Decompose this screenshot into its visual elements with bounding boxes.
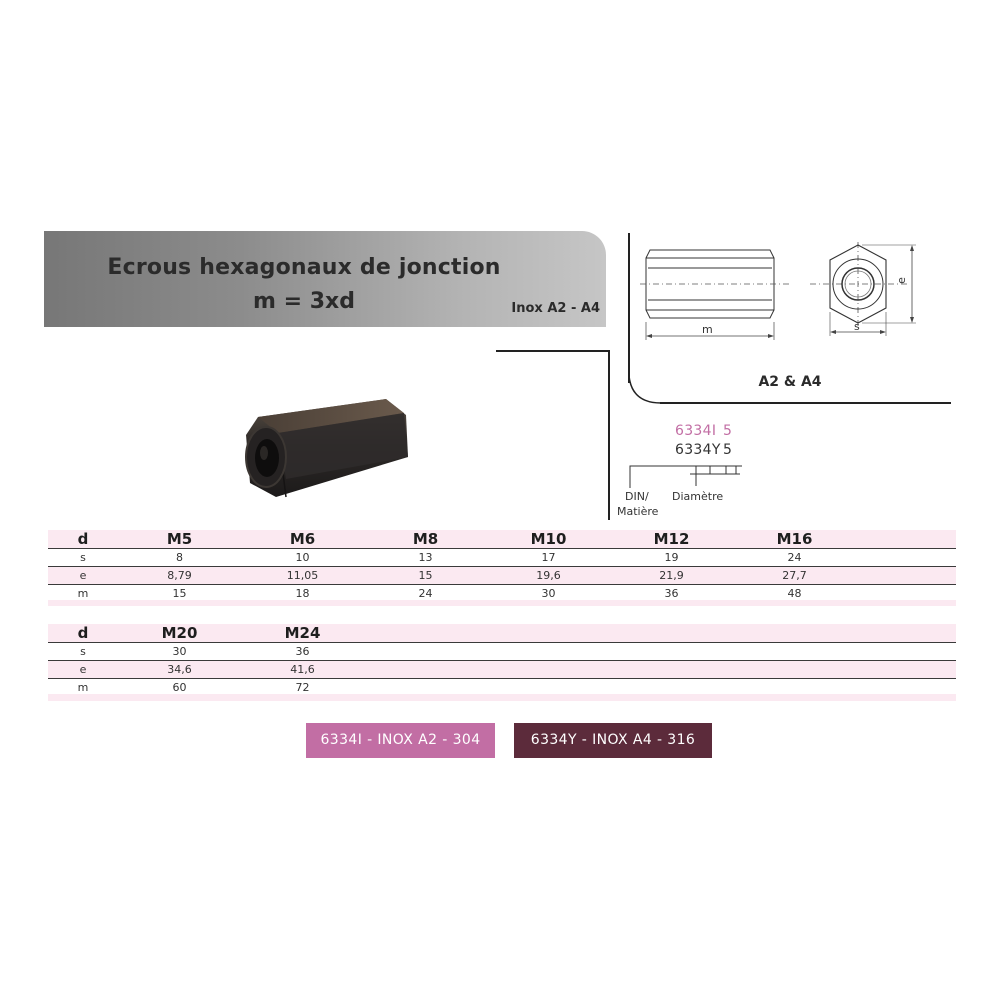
table-cell: 30 <box>541 586 556 600</box>
table-cell: 72 <box>295 680 310 694</box>
table-cell: 48 <box>787 586 802 600</box>
table-cell: 15 <box>364 566 487 585</box>
table-cell: 36 <box>241 642 364 661</box>
dimension-label-m: m <box>702 323 713 336</box>
table-header-cell: M6 <box>241 530 364 549</box>
image-frame-top <box>496 350 609 352</box>
table-cell: 24 <box>733 548 856 567</box>
drawing-frame-corner <box>628 370 662 404</box>
table-cell: 10 <box>241 548 364 567</box>
table-cell: 15 <box>172 586 187 600</box>
page-title: Ecrous hexagonaux de jonction <box>107 255 501 280</box>
dimension-label-e: e <box>894 277 908 284</box>
table-cell: e <box>48 566 118 585</box>
table-cell: 27,7 <box>733 566 856 585</box>
table-cell: 36 <box>664 586 679 600</box>
table-cell: m <box>77 680 89 694</box>
material-label: Inox A2 - A4 <box>511 301 600 316</box>
ref-legend-din: DIN/ <box>625 490 649 503</box>
table-row: m 60 72 <box>48 679 956 697</box>
table-header-row: d M20 M24 <box>48 624 956 643</box>
table-row: s 30 36 <box>48 642 956 661</box>
table-row: s 8 10 13 17 19 24 <box>48 548 956 567</box>
technical-drawing <box>640 242 916 340</box>
product-a2-button[interactable]: 6334I - INOX A2 - 304 <box>306 723 495 758</box>
table-cell: m <box>77 586 89 600</box>
table-cell: 19,6 <box>487 566 610 585</box>
ref-legend-diametre: Diamètre <box>672 490 724 503</box>
product-a4-button[interactable]: 6334Y - INOX A4 - 316 <box>514 723 712 758</box>
dimension-label-s: s <box>854 320 860 333</box>
reference-bracket <box>629 465 742 488</box>
table-header-cell: M24 <box>241 624 364 643</box>
table-cell: 41,6 <box>241 660 364 679</box>
table-cell: 60 <box>172 680 187 694</box>
table-cell: 30 <box>118 642 241 661</box>
table-header-cell: d <box>48 624 118 643</box>
table-2-footer-band <box>48 694 956 701</box>
table-cell: e <box>48 660 118 679</box>
table-header-cell: M10 <box>487 530 610 549</box>
table-cell: 8 <box>118 548 241 567</box>
table-row: m 15 18 24 30 36 48 <box>48 585 956 603</box>
table-header-cell: M8 <box>364 530 487 549</box>
image-frame-right <box>608 350 610 520</box>
table-cell: s <box>48 642 118 661</box>
header-banner: Ecrous hexagonaux de jonction m = 3xd In… <box>44 231 606 327</box>
drawing-caption: A2 & A4 <box>758 374 822 390</box>
table-cell: 21,9 <box>610 566 733 585</box>
table-cell: 13 <box>364 548 487 567</box>
coupling-nut-photo <box>245 399 408 498</box>
table-row: e 34,6 41,6 <box>48 660 956 679</box>
table-cell: 18 <box>295 586 310 600</box>
table-1-footer-band <box>48 600 956 606</box>
table-row: e 8,79 11,05 15 19,6 21,9 27,7 <box>48 566 956 585</box>
ref-code-a2: 6334I <box>675 423 717 439</box>
drawing-frame-left <box>628 233 630 383</box>
dimensions-table-2: d M20 M24 s 30 36 e 34,6 41,6 m 60 72 <box>48 624 956 696</box>
table-cell: 8,79 <box>118 566 241 585</box>
table-cell: 24 <box>418 586 433 600</box>
ref-code-a4: 6334Y <box>675 442 721 458</box>
ref-legend-matiere: Matière <box>617 505 659 518</box>
table-cell: 17 <box>487 548 610 567</box>
ref-size-a4: 5 <box>723 442 733 458</box>
table-header-row: d M5 M6 M8 M10 M12 M16 <box>48 530 956 549</box>
table-cell: 11,05 <box>241 566 364 585</box>
dimensions-table-1: d M5 M6 M8 M10 M12 M16 s 8 10 13 17 19 2… <box>48 530 956 602</box>
table-header-cell: M12 <box>610 530 733 549</box>
table-header-cell: M20 <box>118 624 241 643</box>
table-header-cell: M5 <box>118 530 241 549</box>
page-subtitle: m = 3xd <box>253 289 355 314</box>
table-cell: 19 <box>610 548 733 567</box>
ref-size-a2: 5 <box>723 423 733 439</box>
table-header-cell: M16 <box>733 530 856 549</box>
table-header-cell: d <box>48 530 118 549</box>
table-cell: s <box>48 548 118 567</box>
table-cell: 34,6 <box>118 660 241 679</box>
drawing-frame-bottom <box>660 402 951 404</box>
